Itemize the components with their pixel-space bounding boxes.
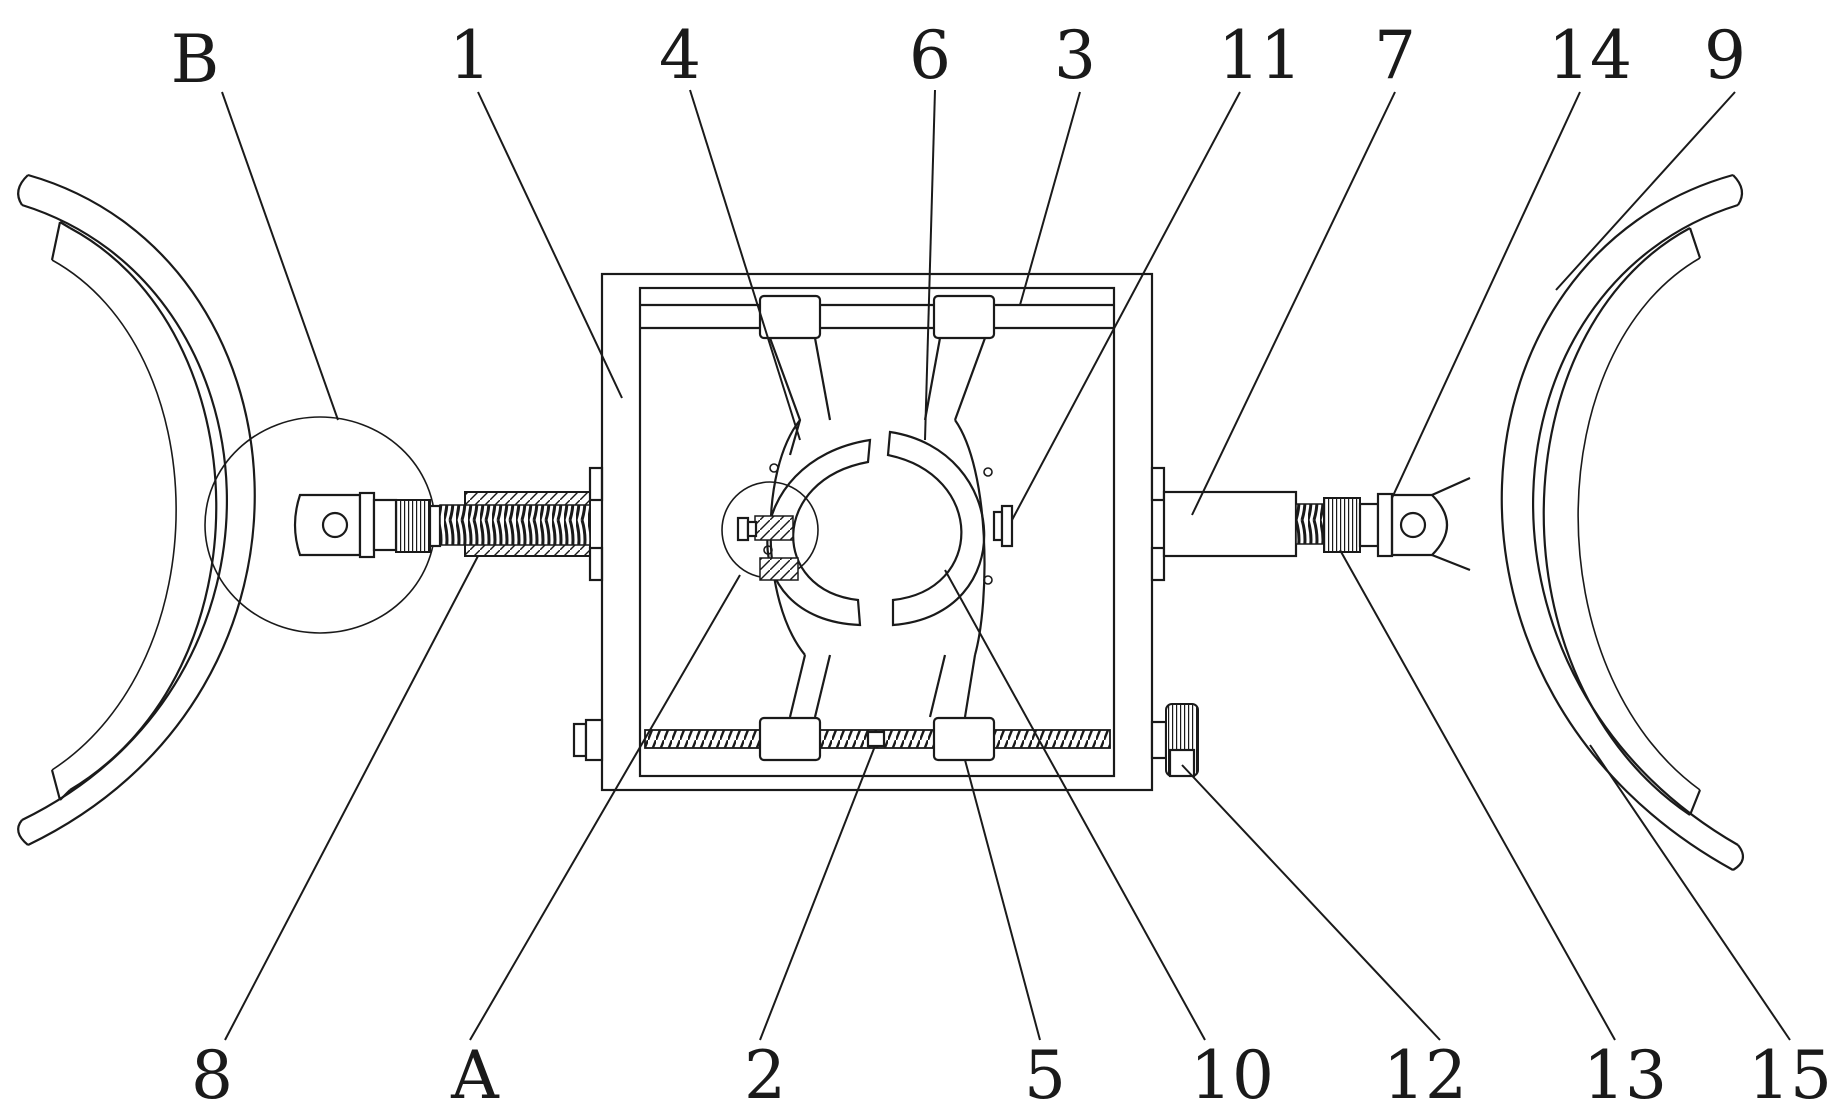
right-clevis [1390,476,1471,572]
left-clamp-jaw [17,173,256,846]
sliders [758,294,996,762]
label-10: 10 [1190,1037,1274,1111]
label-b: B [171,21,220,98]
label-8: 8 [191,1037,233,1111]
leader-lines [221,89,1791,1041]
label-12: 12 [1383,1037,1467,1111]
label-3: 3 [1054,17,1096,94]
label-9: 9 [1704,17,1746,94]
label-13: 13 [1583,1037,1667,1111]
label-6: 6 [909,17,951,94]
right-rod [1150,466,1394,582]
label-4: 4 [659,17,701,94]
left-spring [439,466,604,582]
label-5: 5 [1024,1037,1066,1111]
label-2: 2 [744,1037,786,1111]
label-15: 15 [1748,1037,1832,1111]
left-clevis [293,491,442,559]
label-7: 7 [1374,17,1416,94]
right-arm [886,337,1014,718]
right-clamp-jaw [1500,173,1745,871]
label-1: 1 [449,17,491,94]
label-a: A [450,1037,500,1111]
label-14: 14 [1548,17,1632,94]
main-frame [572,272,1199,792]
label-11: 11 [1218,17,1302,94]
labels: B 1 4 6 3 11 7 14 9 8 A 2 5 10 12 13 15 [171,17,1832,1111]
detail-circle-a [721,481,819,581]
